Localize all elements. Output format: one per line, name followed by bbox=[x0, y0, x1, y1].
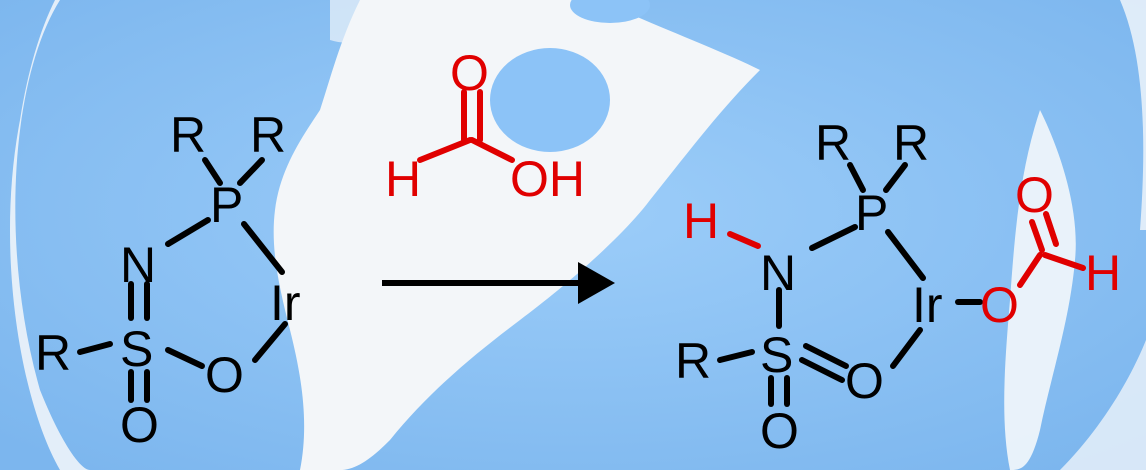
bond-r2-p bbox=[883, 162, 908, 193]
atom-s: S bbox=[760, 327, 793, 383]
bond-c-oh bbox=[469, 137, 515, 163]
bond-r1-p bbox=[847, 162, 866, 193]
bond-ir-o-ring bbox=[890, 327, 923, 369]
atom-s: S bbox=[120, 321, 153, 377]
atom-ir: Ir bbox=[270, 275, 301, 331]
formic-o: O bbox=[450, 45, 489, 101]
atom-o-ring: O bbox=[205, 347, 244, 403]
bond-p-n bbox=[809, 224, 858, 251]
atom-h-formyl: H bbox=[1085, 245, 1121, 301]
paint-hole-top bbox=[570, 0, 650, 23]
bond-s-o-b bbox=[799, 357, 845, 383]
atom-n: N bbox=[760, 245, 796, 301]
atom-o-ring: O bbox=[845, 353, 884, 409]
bond-c-o-a bbox=[1029, 219, 1045, 253]
atom-r1: R bbox=[170, 107, 206, 163]
bond-c-o-b bbox=[1043, 211, 1059, 247]
atom-p: P bbox=[210, 177, 243, 233]
atom-r3: R bbox=[35, 325, 71, 381]
atom-o-sulfonyl: O bbox=[760, 403, 799, 459]
bond-r-s bbox=[77, 341, 113, 355]
dish-rim-left bbox=[9, 0, 90, 470]
paint-splash bbox=[273, 0, 760, 470]
atom-o-formate: O bbox=[980, 277, 1019, 333]
paint-splash-right bbox=[1004, 110, 1076, 470]
atom-r3: R bbox=[675, 333, 711, 389]
bond-h-c bbox=[417, 137, 473, 163]
bond-s-o-a bbox=[803, 343, 849, 369]
bond-r2-p bbox=[237, 157, 265, 186]
atom-ir: Ir bbox=[912, 277, 943, 333]
formic-h: H bbox=[385, 151, 421, 207]
formic-acid: O H OH bbox=[385, 45, 585, 207]
bond-p-ir bbox=[241, 221, 285, 275]
bond-o-c bbox=[1017, 252, 1043, 288]
dish-rim-right bbox=[1120, 0, 1146, 230]
bond-p-n bbox=[165, 217, 211, 247]
bond-r1-p bbox=[202, 157, 223, 186]
reactant-structure: R R P N Ir R S O O bbox=[35, 107, 301, 453]
bond-h-n bbox=[727, 231, 761, 249]
formic-oh: OH bbox=[510, 151, 585, 207]
atom-r2: R bbox=[250, 107, 286, 163]
bond-ir-o bbox=[252, 321, 288, 363]
atom-r2: R bbox=[893, 115, 929, 171]
product-structure: R R P H N Ir O O H R S O O bbox=[675, 115, 1121, 459]
atom-o-sulfonyl: O bbox=[120, 397, 159, 453]
dish-rim-bottom-right bbox=[1060, 340, 1146, 470]
atom-r1: R bbox=[815, 115, 851, 171]
atom-h: H bbox=[683, 193, 719, 249]
bond-r-s bbox=[717, 349, 755, 363]
atom-p: P bbox=[855, 185, 888, 241]
atom-n: N bbox=[120, 237, 156, 293]
arrow-head bbox=[578, 262, 615, 304]
atom-o-carbonyl: O bbox=[1015, 167, 1054, 223]
bond-c-h bbox=[1042, 252, 1086, 271]
bond-s-o bbox=[165, 347, 205, 369]
paint-hole-large bbox=[490, 48, 610, 152]
right-arrow-icon bbox=[382, 262, 615, 304]
bond-p-ir bbox=[885, 229, 926, 281]
